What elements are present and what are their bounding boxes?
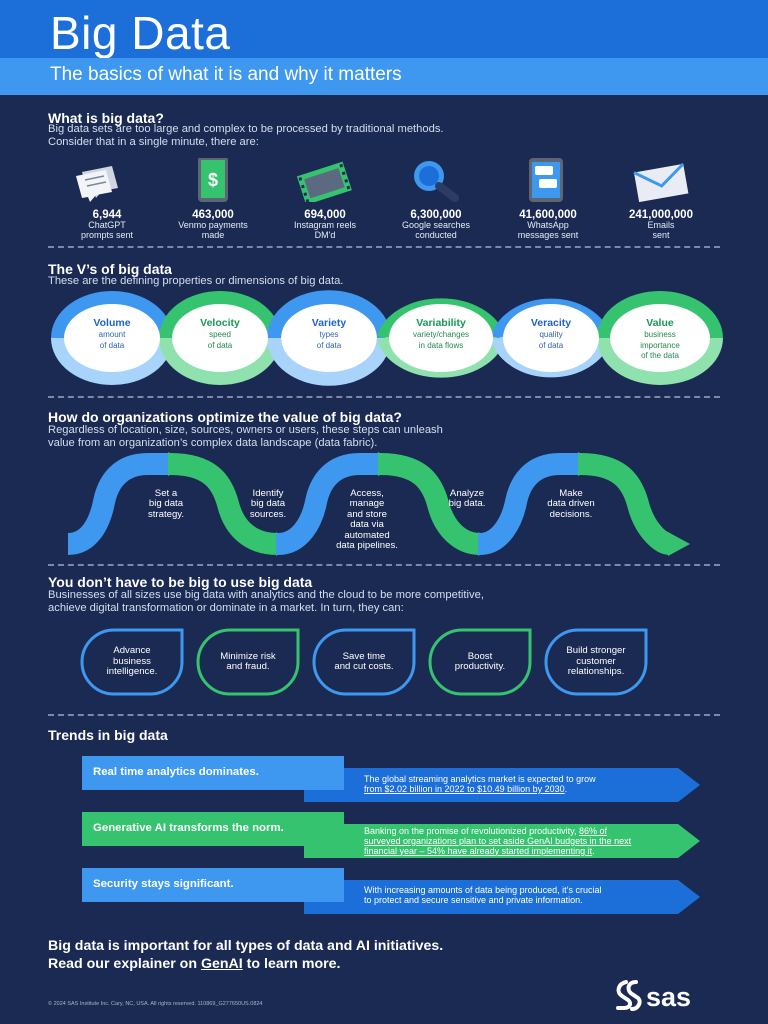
film-strip-icon [296,161,352,205]
section-text-vs: These are the defining properties or dim… [48,275,344,287]
v-volume: Volume amount of data [93,317,131,350]
envelope-icon [633,162,689,203]
section-text-small: Businesses of all sizes use big data wit… [48,589,484,614]
stat-emails: 241,000,000 Emails sent [606,158,716,241]
trend-link-streaming[interactable]: from $2.02 billion in 2022 to $10.49 bil… [364,783,565,794]
vs-rings-graphic [51,290,723,386]
v-variability: Variability variety/changes in data flow… [412,317,470,350]
stat-instagram: 694,000 Instagram reels DM'd [270,158,380,241]
magnifier-icon [414,161,459,202]
copyright-text: © 2024 SAS Institute Inc. Cary, NC, USA.… [48,1001,263,1007]
benefit-intelligence: Advance business intelligence. [80,628,184,696]
section-text-what: Big data sets are too large and complex … [48,123,444,148]
section-text-optimize: Regardless of location, size, sources, o… [48,424,443,449]
phone-chat-icon [529,158,563,202]
trend-link-genai-1[interactable]: 86% of [578,826,607,836]
stat-google: 6,300,000 Google searches conducted [381,158,491,241]
section-title-small: You don’t have to be big to use big data [48,574,313,590]
step-decisions: Make data driven decisions. [547,488,595,520]
trend-link-genai-3[interactable]: financial year – 54% have already starte… [364,845,593,856]
svg-text:sas: sas [646,982,691,1012]
step-analyze: Analyze big data. [448,488,486,510]
stat-whatsapp: 41,600,000 WhatsApp messages sent [493,158,603,241]
section-title-optimize: How do organizations optimize the value … [48,409,402,425]
section-divider [48,396,720,398]
v-variety: Variety types of data [311,317,347,350]
chat-bubbles-icon [76,166,118,202]
step-access: Access, manage and store data via automa… [336,488,398,552]
sas-logo[interactable]: sas [612,978,724,1012]
svg-text:$: $ [208,170,218,190]
page-subtitle: The basics of what it is and why it matt… [50,64,402,85]
stat-venmo: $ 463,000 Venmo payments made [158,156,268,241]
subtitle-band: The basics of what it is and why it matt… [0,58,768,95]
trend-link-genai-2[interactable]: surveyed organizations plan to set aside… [364,835,632,846]
stat-chatgpt: 6,944 ChatGPT prompts sent [52,158,162,241]
benefit-costs: Save time and cut costs. [312,628,416,696]
step-strategy: Set a big data strategy. [147,488,185,520]
benefit-risk: Minimize risk and fraud. [196,628,300,696]
steps-wave-graphic [66,452,690,556]
section-title-trends: Trends in big data [48,727,168,743]
v-value: Value business importance of the data [640,317,680,360]
section-divider [48,564,720,566]
closing-text: Big data is important for all types of d… [48,938,444,972]
step-identify: Identify big data sources. [249,488,287,520]
genai-link[interactable]: GenAI [200,956,243,972]
section-title-vs: The V’s of big data [48,261,172,277]
v-velocity: Velocity speed of data [200,317,240,350]
benefit-relationships: Build stronger customer relationships. [544,628,648,696]
section-title-what: What is big data? [48,110,164,126]
section-divider [48,246,720,248]
phone-dollar-icon: $ [198,156,228,202]
section-divider [48,714,720,716]
benefit-productivity: Boost productivity. [428,628,532,696]
page-title: Big Data [50,7,231,59]
v-veracity: Veracity quality of data [530,317,572,350]
